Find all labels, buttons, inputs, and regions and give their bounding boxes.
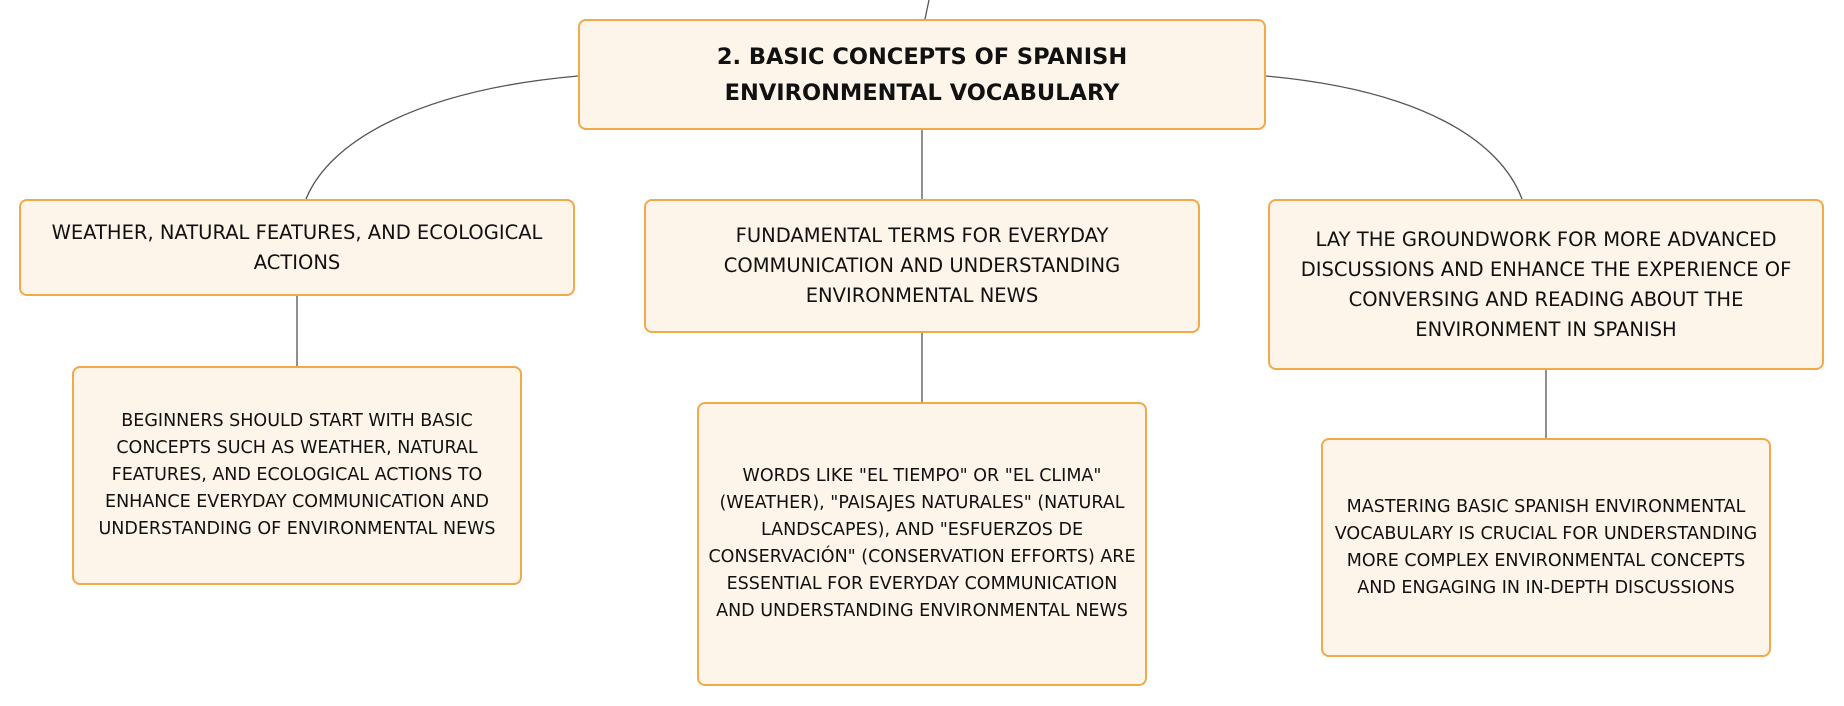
detail-node-words-like[interactable]: WORDS LIKE "EL TIEMPO" OR "EL CLIMA" (WE… bbox=[697, 402, 1147, 686]
root-topic-label: 2. BASIC CONCEPTS OF SPANISH ENVIRONMENT… bbox=[716, 43, 1128, 106]
detail-text: BEGINNERS SHOULD START WITH BASIC CONCEP… bbox=[98, 411, 496, 539]
detail-text: WORDS LIKE "EL TIEMPO" OR "EL CLIMA" (WE… bbox=[708, 466, 1136, 621]
branch-node-fundamental-terms[interactable]: FUNDAMENTAL TERMS FOR EVERYDAY COMMUNICA… bbox=[644, 199, 1200, 333]
branch-label: FUNDAMENTAL TERMS FOR EVERYDAY COMMUNICA… bbox=[723, 224, 1121, 307]
detail-node-beginners[interactable]: BEGINNERS SHOULD START WITH BASIC CONCEP… bbox=[72, 366, 522, 585]
branch-label: WEATHER, NATURAL FEATURES, AND ECOLOGICA… bbox=[51, 220, 543, 274]
connector-root-to-branch-left bbox=[305, 75, 579, 200]
detail-text: MASTERING BASIC SPANISH ENVIRONMENTAL VO… bbox=[1334, 496, 1758, 598]
root-topic-node[interactable]: 2. BASIC CONCEPTS OF SPANISH ENVIRONMENT… bbox=[578, 19, 1266, 130]
connector-parent-to-root bbox=[924, 0, 930, 20]
detail-node-mastering[interactable]: MASTERING BASIC SPANISH ENVIRONMENTAL VO… bbox=[1321, 438, 1771, 657]
connector-root-to-branch-right bbox=[1265, 75, 1523, 200]
branch-node-weather-features[interactable]: WEATHER, NATURAL FEATURES, AND ECOLOGICA… bbox=[19, 199, 575, 296]
branch-node-groundwork[interactable]: LAY THE GROUNDWORK FOR MORE ADVANCED DIS… bbox=[1268, 199, 1824, 370]
branch-label: LAY THE GROUNDWORK FOR MORE ADVANCED DIS… bbox=[1300, 227, 1792, 341]
